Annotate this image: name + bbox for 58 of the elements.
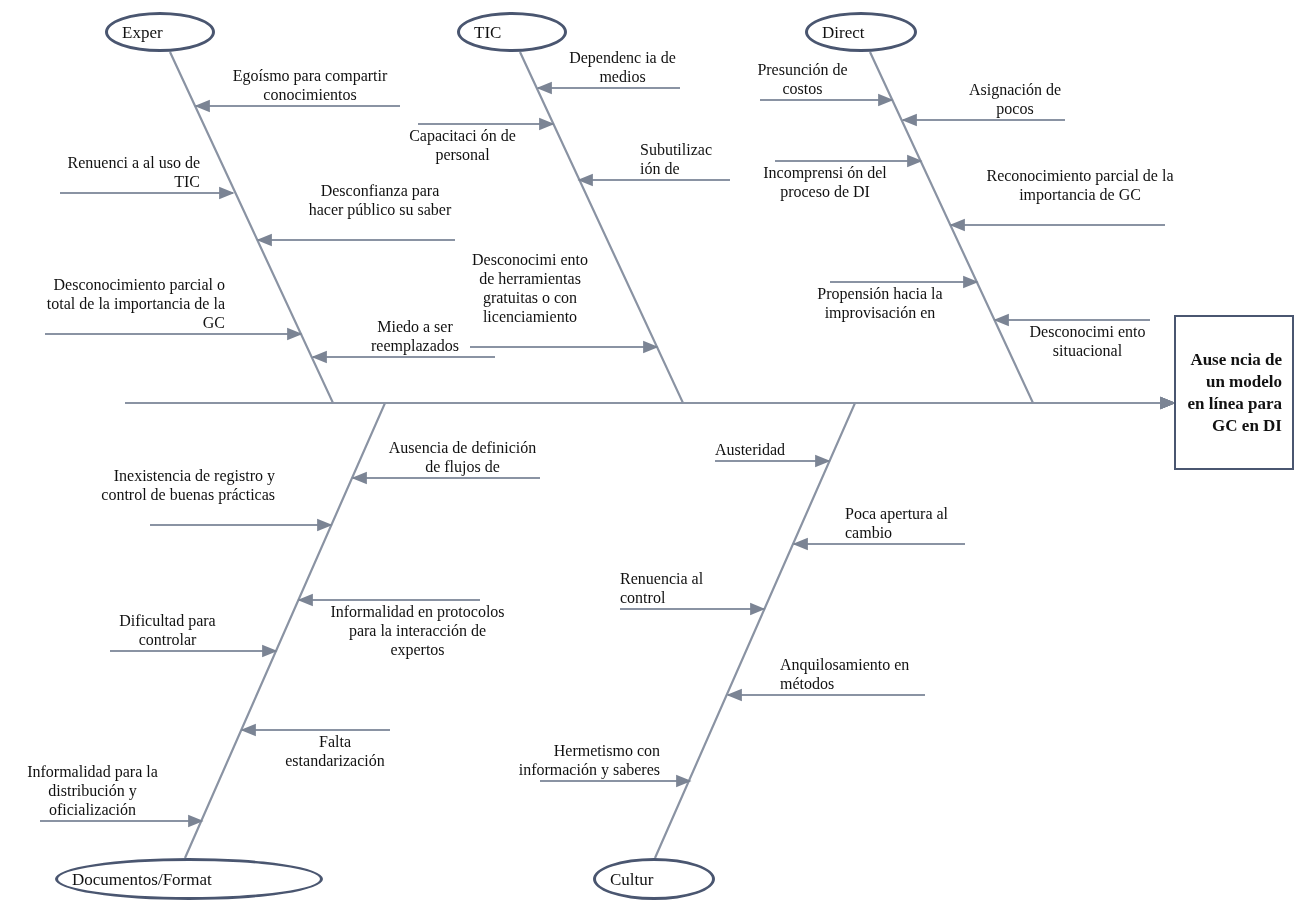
- cause-label: Subutilizac ión de: [640, 140, 730, 178]
- category-ellipse: Direct: [805, 12, 917, 52]
- cause-label: Anquilosamiento en métodos: [780, 655, 925, 693]
- cause-label: Informalidad en protocolos para la interacción de expertos: [325, 602, 510, 659]
- cause-arrow: [194, 99, 400, 113]
- cause-label: Desconocimi ento situacional: [1025, 322, 1150, 360]
- cause-arrow: [536, 81, 680, 95]
- bone-arrow: [654, 396, 1176, 859]
- cause-arrow: [110, 644, 278, 658]
- cause-arrow: [311, 350, 495, 364]
- cause-arrow: [297, 593, 480, 607]
- cause-label: Poca apertura al cambio: [845, 504, 970, 542]
- cause-label: Propensión hacia la improvisación en: [810, 284, 950, 341]
- category-ellipse: TIC: [457, 12, 567, 52]
- cause-label: Reconocimiento parcial de la importancia de GC: [980, 166, 1180, 223]
- category-ellipse: Cultur: [593, 858, 715, 900]
- cause-label: Ausencia de definición de flujos de: [380, 438, 545, 476]
- cause-arrow: [620, 602, 766, 616]
- cause-label: Hermetismo con información y saberes: [505, 741, 660, 779]
- effect-box: Ause ncia de un modelo en línea para GC en DI: [1174, 315, 1294, 470]
- cause-label: Austeridad: [700, 440, 800, 459]
- cause-label: Inexistencia de registro y control de buenas prácticas: [95, 466, 275, 523]
- cause-arrow: [726, 688, 925, 702]
- cause-label: Desconocimi ento de herramientas gratuitas o con licenciamiento: [465, 250, 595, 345]
- cause-arrow: [792, 537, 965, 551]
- cause-label: Asignación de pocos: [960, 80, 1070, 118]
- cause-label: Dificultad para controlar: [90, 611, 245, 649]
- cause-arrow: [901, 113, 1065, 127]
- cause-arrow: [150, 518, 333, 532]
- cause-label: Informalidad para la distribución y oficialización: [10, 762, 175, 819]
- category-ellipse: Documentos/Format: [55, 858, 323, 900]
- cause-label: Incomprensi ón del proceso de DI: [760, 163, 890, 220]
- category-ellipse: Exper: [105, 12, 215, 52]
- cause-label: Presunción de costos: [745, 60, 860, 98]
- cause-label: Egoísmo para compartir conocimientos: [220, 66, 400, 104]
- cause-label: Dependenc ia de medios: [565, 48, 680, 86]
- cause-arrow: [256, 233, 455, 247]
- cause-label: Capacitaci ón de personal: [405, 126, 520, 164]
- cause-arrow: [351, 471, 540, 485]
- cause-arrow: [418, 117, 555, 131]
- cause-arrow: [470, 340, 659, 354]
- cause-arrow: [540, 774, 692, 788]
- cause-label: Renuencia al control: [620, 569, 735, 607]
- cause-label: Renuenci a al uso de TIC: [40, 153, 200, 191]
- cause-arrow: [775, 154, 923, 168]
- cause-arrow: [715, 454, 831, 468]
- cause-arrow: [45, 327, 303, 341]
- cause-arrow: [577, 173, 730, 187]
- cause-arrow: [60, 186, 235, 200]
- cause-arrow: [830, 275, 979, 289]
- cause-label: Desconocimiento parcial o total de la importancia de la GC: [25, 275, 225, 332]
- cause-label: Falta estandarización: [270, 732, 400, 770]
- cause-label: Desconfianza para hacer público su saber: [305, 181, 455, 238]
- cause-arrow: [40, 814, 204, 828]
- cause-arrow: [949, 218, 1165, 232]
- cause-arrow: [240, 723, 390, 737]
- cause-arrow: [993, 313, 1150, 327]
- cause-arrow: [760, 93, 894, 107]
